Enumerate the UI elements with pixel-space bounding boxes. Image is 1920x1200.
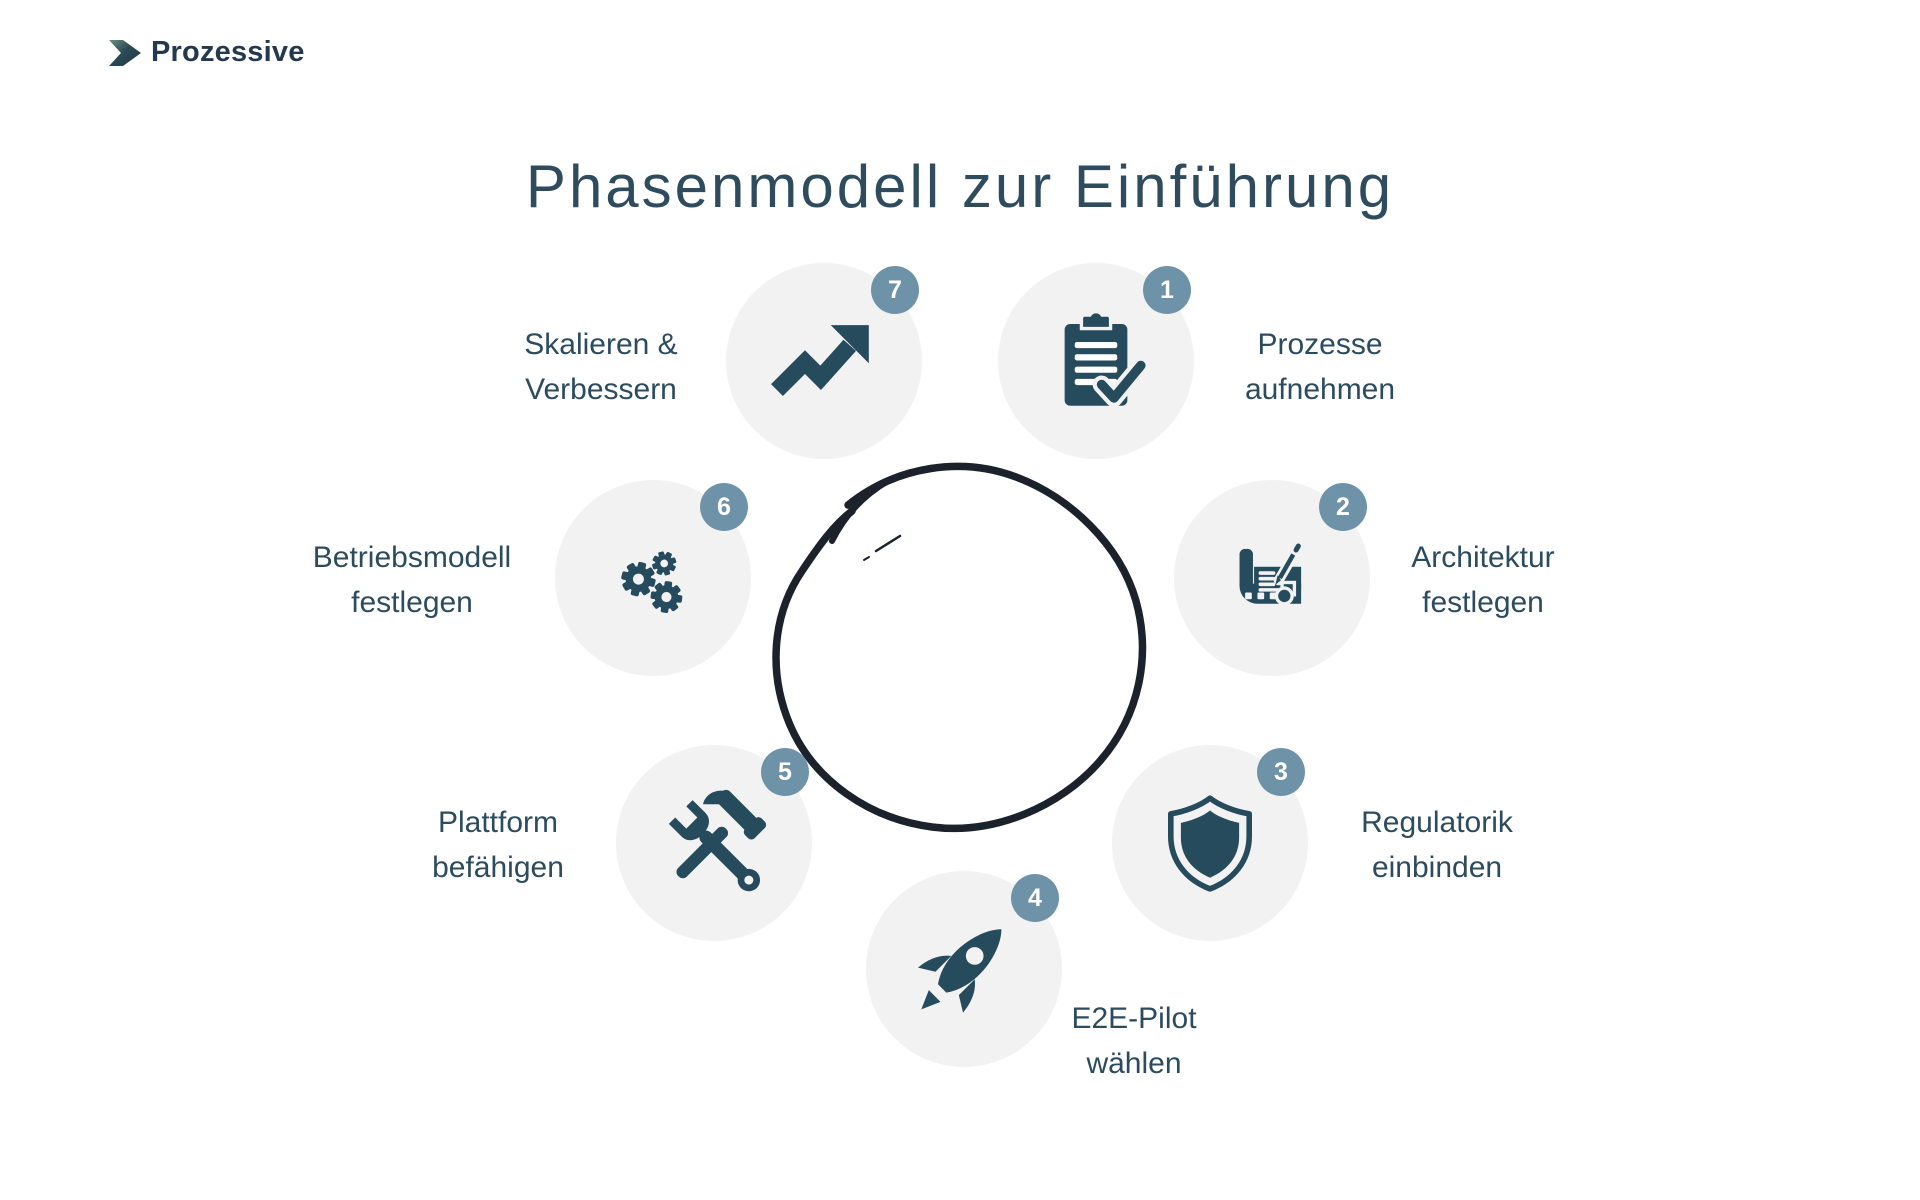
phase-number-badge: 3	[1257, 748, 1305, 796]
phase-node-1: 1	[998, 263, 1194, 459]
blueprint-pencil-icon	[1239, 543, 1302, 606]
phase-label-7: Skalieren & Verbessern	[431, 322, 771, 412]
phase-label-line: Verbessern	[525, 373, 677, 406]
phase-label-line: Regulatorik	[1361, 806, 1513, 839]
phase-label-line: Plattform	[437, 806, 559, 839]
phase-node-3: 3	[1112, 745, 1308, 941]
phase-number-badge: 2	[1319, 483, 1367, 531]
phase-label-5: Plattform befähigen	[328, 800, 668, 890]
phase-number-badge: 6	[700, 483, 748, 531]
phase-label-1: Prozesse aufnehmen	[1150, 322, 1490, 412]
phase-node-4: 4	[866, 871, 1062, 1067]
phase-number-badge: 4	[1011, 874, 1059, 922]
phase-label-line: E2E-Pilot	[1071, 1002, 1197, 1035]
phase-label-line: einbinden	[1371, 851, 1503, 884]
chevron-right-icon	[109, 39, 141, 66]
phase-label-line: Prozesse	[1257, 328, 1383, 361]
hand-drawn-cycle-circle	[772, 462, 1147, 833]
phase-number-badge: 1	[1143, 266, 1191, 314]
rocket-icon	[917, 929, 1002, 1013]
phase-label-6: Betriebsmodell festlegen	[242, 535, 582, 625]
logo: Prozessive	[108, 36, 305, 69]
phase-node-7: 7	[726, 263, 922, 459]
trending-up-icon	[771, 325, 869, 397]
phase-label-2: Architektur festlegen	[1313, 535, 1653, 625]
logo-text: Prozessive	[151, 36, 305, 68]
clipboard-check-icon	[1064, 310, 1150, 407]
phase-label-line: festlegen	[1422, 586, 1544, 619]
phase-node-5: 5	[616, 745, 812, 941]
shield-icon	[1168, 795, 1252, 892]
phase-label-line: Betriebsmodell	[312, 541, 512, 574]
phase-label-line: festlegen	[351, 586, 473, 619]
hammer-wrench-icon	[668, 789, 767, 892]
phase-label-line: wählen	[1086, 1047, 1182, 1080]
phase-node-6: 6	[555, 480, 751, 676]
phase-node-2: 2	[1174, 480, 1370, 676]
phase-label-4: E2E-Pilot wählen	[964, 996, 1304, 1086]
phase-label-line: befähigen	[432, 851, 564, 884]
page-title: Phasenmodell zur Einführung	[525, 153, 1395, 221]
phase-label-3: Regulatorik einbinden	[1267, 800, 1607, 890]
phase-label-line: Skalieren &	[524, 328, 678, 361]
phase-number-badge: 7	[871, 266, 919, 314]
phase-number-badge: 5	[761, 748, 809, 796]
phase-label-line: Architektur	[1411, 541, 1555, 574]
phase-label-line: aufnehmen	[1244, 373, 1396, 406]
gears-icon	[617, 547, 685, 615]
